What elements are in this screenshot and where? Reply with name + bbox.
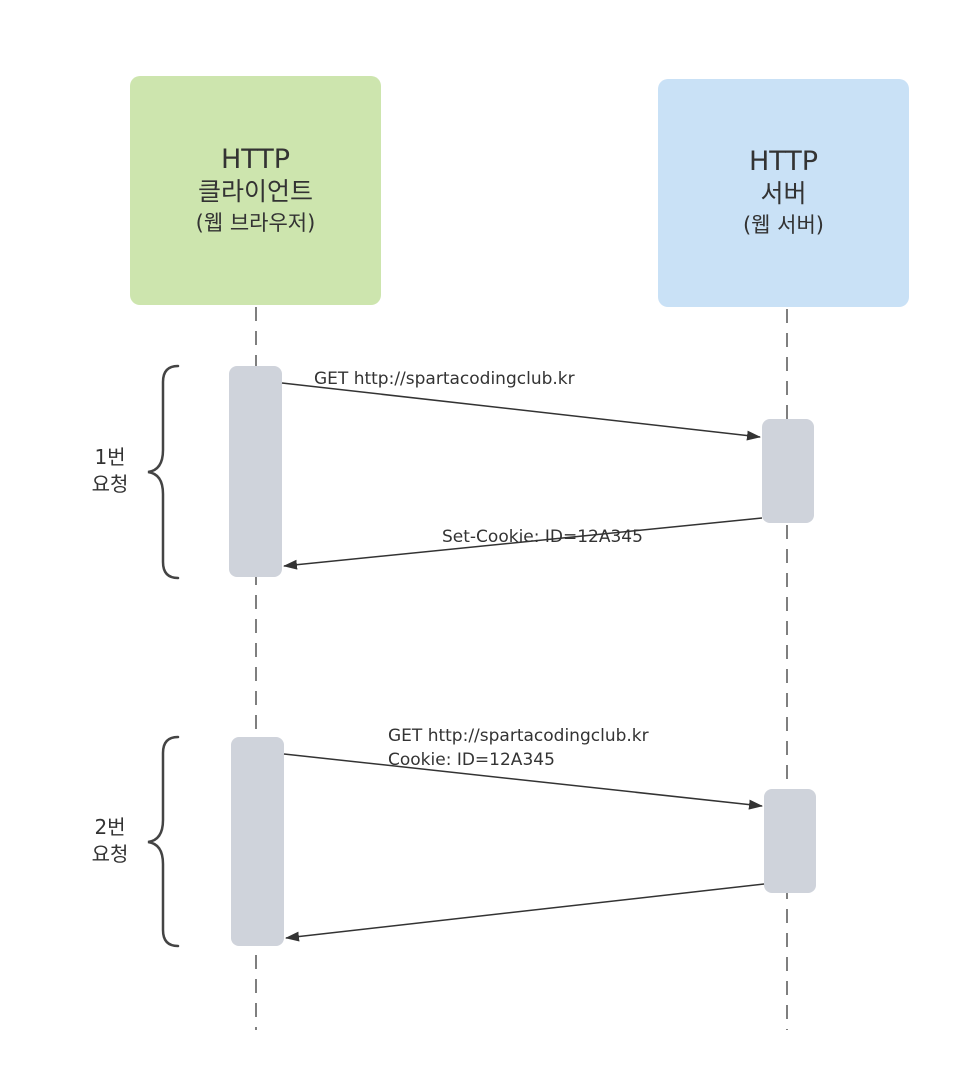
request-2-label-line2: 요청 <box>91 842 129 866</box>
server-title: HTTP <box>748 146 819 177</box>
server-activation-1 <box>762 419 814 523</box>
request-2-label: 2번 요청 <box>80 814 140 868</box>
server-subtitle: 서버 <box>760 179 807 208</box>
client-participant-box: HTTP 클라이언트 (웹 브라우저) <box>130 76 381 305</box>
server-paren: (웹 서버) <box>742 213 825 237</box>
response-1-message: Set-Cookie: ID=12A345 <box>442 527 643 547</box>
client-subtitle: 클라이언트 <box>197 176 313 206</box>
request-2-message-line1: GET http://spartacodingclub.kr <box>388 726 649 746</box>
client-paren: (웹 브라우저) <box>195 210 316 235</box>
request-2-brace <box>147 735 180 948</box>
request-1-label-line1: 1번 <box>94 445 126 469</box>
request-1-label: 1번 요청 <box>80 444 140 498</box>
request-1-brace <box>147 364 180 580</box>
response-arrow-2 <box>285 883 765 942</box>
request-1-label-line2: 요청 <box>91 472 129 496</box>
server-participant-box: HTTP 서버 (웹 서버) <box>658 79 909 307</box>
response-arrow-1 <box>283 517 763 570</box>
request-arrow-1 <box>281 382 761 441</box>
request-2-label-line1: 2번 <box>94 815 126 839</box>
client-title: HTTP <box>220 143 291 175</box>
request-2-message-line2: Cookie: ID=12A345 <box>388 750 555 770</box>
client-activation-1 <box>229 366 282 577</box>
request-1-message: GET http://spartacodingclub.kr <box>314 369 575 389</box>
request-arrow-2 <box>283 753 763 810</box>
client-activation-2 <box>231 737 284 946</box>
server-activation-2 <box>764 789 816 893</box>
